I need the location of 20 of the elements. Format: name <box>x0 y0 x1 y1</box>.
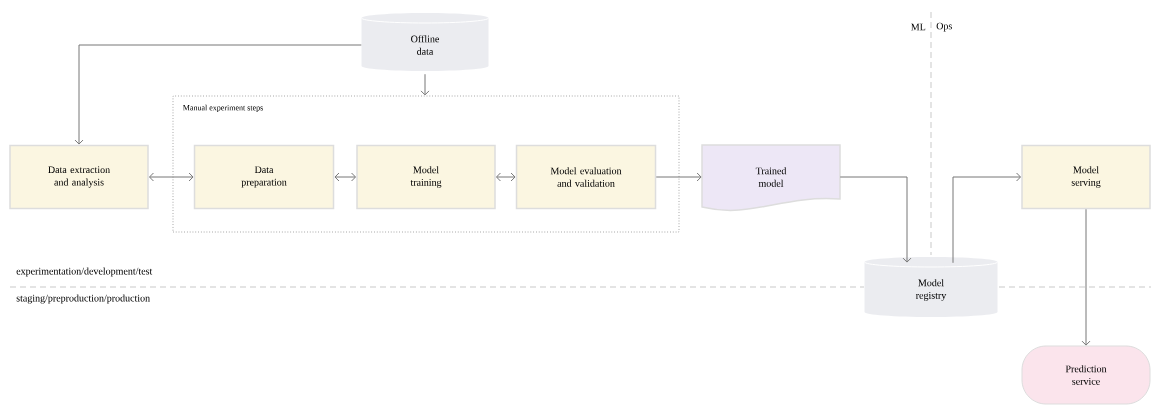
arrow <box>420 73 430 96</box>
database-cylinder: Model registry <box>864 257 998 317</box>
arrow <box>495 172 516 182</box>
process-box: Data extraction and analysis <box>9 144 149 210</box>
zone-label: experimentation/development/test <box>16 267 153 277</box>
arrow <box>655 172 702 182</box>
process-box: Model evaluation and validation <box>515 144 657 210</box>
side-label: ML <box>911 23 926 31</box>
arrow <box>334 172 357 182</box>
side-label: Ops <box>936 22 952 32</box>
arrow <box>952 172 1022 264</box>
database-cylinder: Offline data <box>361 13 489 71</box>
process-box: Model training <box>356 144 496 210</box>
arrow <box>1081 208 1091 346</box>
arrow <box>74 44 362 145</box>
process-box: Data preparation <box>193 144 335 210</box>
zone-label: staging/preproduction/production <box>16 294 150 304</box>
arrow <box>148 172 194 182</box>
process-box: Model serving <box>1021 144 1151 210</box>
arrow <box>839 176 912 263</box>
